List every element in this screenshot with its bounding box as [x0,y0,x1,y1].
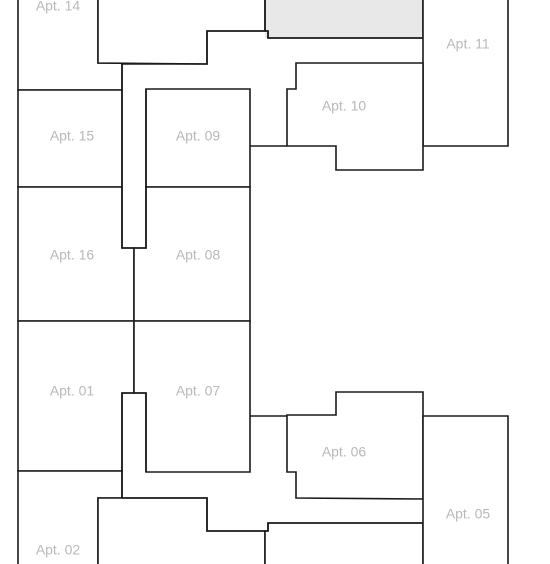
highlighted-room[interactable] [265,0,423,38]
label-apt-10: Apt. 10 [322,98,367,114]
label-apt-05: Apt. 05 [446,506,491,522]
label-apt-07: Apt. 07 [176,383,221,399]
corridor-spine-lower [121,392,147,498]
room-apt-10[interactable] [286,62,424,171]
label-apt-14: Apt. 14 [36,0,81,14]
label-apt-15: Apt. 15 [50,128,95,144]
label-apt-02: Apt. 02 [36,542,81,558]
label-apt-09: Apt. 09 [176,128,221,144]
room-south-right[interactable] [264,522,424,564]
room-apt-05[interactable] [422,415,509,564]
label-apt-06: Apt. 06 [322,444,367,460]
label-apt-01: Apt. 01 [50,383,95,399]
label-apt-11: Apt. 11 [446,36,490,52]
room-north-center[interactable] [97,0,266,65]
corridor-lower-wall [122,497,423,532]
corridor-spine-upper [121,64,147,249]
label-apt-16: Apt. 16 [50,247,95,263]
label-apt-08: Apt. 08 [176,247,221,263]
room-apt-11[interactable] [422,0,509,147]
corridor-upper-wall [122,30,423,65]
